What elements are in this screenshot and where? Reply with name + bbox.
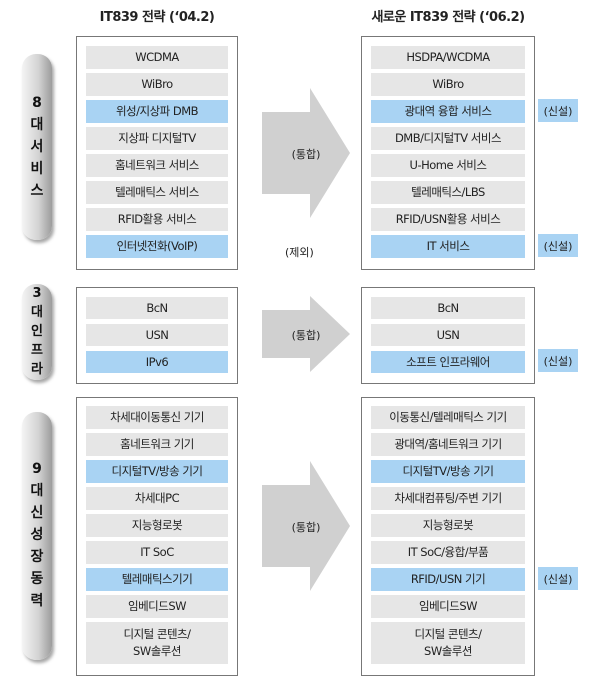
category-char: 3 [32,286,42,301]
arrow-shape [262,461,350,591]
category-char: 대 [30,483,44,499]
list-item: 디지털 콘텐츠/ SW솔루션 [371,622,525,664]
list-item: RFID/USN활용 서비스 [371,208,525,231]
list-item: WiBro [371,73,525,96]
category-char: 신 [30,505,44,521]
list-item: WCDMA [86,46,228,69]
list-item: 지능형로봇 [371,514,525,537]
category-char: 라 [31,362,43,377]
list-item: 차세대PC [86,487,228,510]
right-services-box: HSDPA/WCDMA WiBro 광대역 융합 서비스 DMB/디지털TV 서… [361,36,535,270]
category-char: 서 [30,139,44,155]
right-growth-box: 이동통신/텔레매틱스 기기 광대역/홈네트워크 기기 디지털TV/방송 기기 차… [361,397,535,676]
new-badge: (신설) [538,99,578,122]
category-char: 동 [30,571,44,587]
category-char: 인 [31,324,43,339]
category-char: 대 [31,305,43,320]
arrow-label: (통합) [291,148,321,161]
list-item: IPv6 [86,351,228,373]
merge-arrow: (통합) [262,88,350,218]
list-item: 디지털TV/방송 기기 [371,460,525,483]
right-infra-box: BcN USN 소프트 인프라웨어 [361,287,535,384]
list-item: USN [86,324,228,346]
list-item: WiBro [86,73,228,96]
list-item: IT SoC/융합/부품 [371,541,525,564]
category-pill-infra: 3 대 인 프 라 [22,284,52,380]
category-char: 9 [32,461,42,477]
list-item: 임베디드SW [86,595,228,618]
new-badge: (신설) [538,234,578,257]
list-item: 지능형로봇 [86,514,228,537]
list-item: 차세대이동통신 기기 [86,406,228,429]
left-services-box: WCDMA WiBro 위성/지상파 DMB 지상파 디지털TV 홈네트워크 서… [76,36,238,270]
list-item: 소프트 인프라웨어 [371,351,525,373]
list-item: 광대역 융합 서비스 [371,100,525,123]
list-item: 광대역/홈네트워크 기기 [371,433,525,456]
excluded-label: (제외) [285,246,314,259]
arrow-label: (통합) [291,521,321,534]
list-item: 홈네트워크 서비스 [86,154,228,177]
list-item: USN [371,324,525,346]
list-item: 디지털 콘텐츠/ SW솔루션 [86,622,228,664]
category-char: 성 [30,527,44,543]
list-item: BcN [371,297,525,319]
list-item: 이동통신/텔레매틱스 기기 [371,406,525,429]
list-item: IT SoC [86,541,228,564]
left-infra-box: BcN USN IPv6 [76,287,238,384]
category-pill-services: 8 대 서 비 스 [22,54,52,240]
list-item: HSDPA/WCDMA [371,46,525,69]
category-label: 8 대 서 비 스 [22,92,52,202]
list-item: 홈네트워크 기기 [86,433,228,456]
right-header: 새로운 IT839 전략 (‘06.2) [371,10,525,25]
category-char: 장 [30,549,44,565]
new-badge: (신설) [538,349,578,372]
left-growth-box: 차세대이동통신 기기 홈네트워크 기기 디지털TV/방송 기기 차세대PC 지능… [76,397,238,676]
category-label: 3 대 인 프 라 [22,284,52,379]
category-char: 대 [30,117,44,133]
list-item: 텔레매틱스 서비스 [86,181,228,204]
merge-arrow: (통합) [262,296,350,372]
left-header: IT839 전략 (‘04.2) [99,10,215,25]
category-char: 프 [31,343,43,358]
merge-arrow: (통합) [262,461,350,591]
list-item: RFID/USN 기기 [371,568,525,591]
list-item: DMB/디지털TV 서비스 [371,127,525,150]
category-label: 9 대 신 성 장 동 력 [22,458,52,612]
arrow-shape [262,296,350,372]
list-item: IT 서비스 [371,235,525,258]
category-char: 스 [30,183,44,199]
new-badge: (신설) [538,567,578,590]
category-pill-growth-engines: 9 대 신 성 장 동 력 [22,412,52,660]
list-item: 디지털TV/방송 기기 [86,460,228,483]
list-item: 지상파 디지털TV [86,127,228,150]
category-char: 8 [32,95,42,111]
list-item: RFID활용 서비스 [86,208,228,231]
arrow-shape [262,88,350,218]
list-item: BcN [86,297,228,319]
list-item: 임베디드SW [371,595,525,618]
list-item: 텔레매틱스/LBS [371,181,525,204]
category-char: 비 [30,161,44,177]
list-item: 인터넷전화(VoIP) [86,235,228,258]
list-item: 텔레매틱스기기 [86,568,228,591]
list-item: U-Home 서비스 [371,154,525,177]
list-item: 차세대컴퓨팅/주변 기기 [371,487,525,510]
arrow-label: (통합) [291,329,321,342]
list-item: 위성/지상파 DMB [86,100,228,123]
category-char: 력 [30,593,44,609]
